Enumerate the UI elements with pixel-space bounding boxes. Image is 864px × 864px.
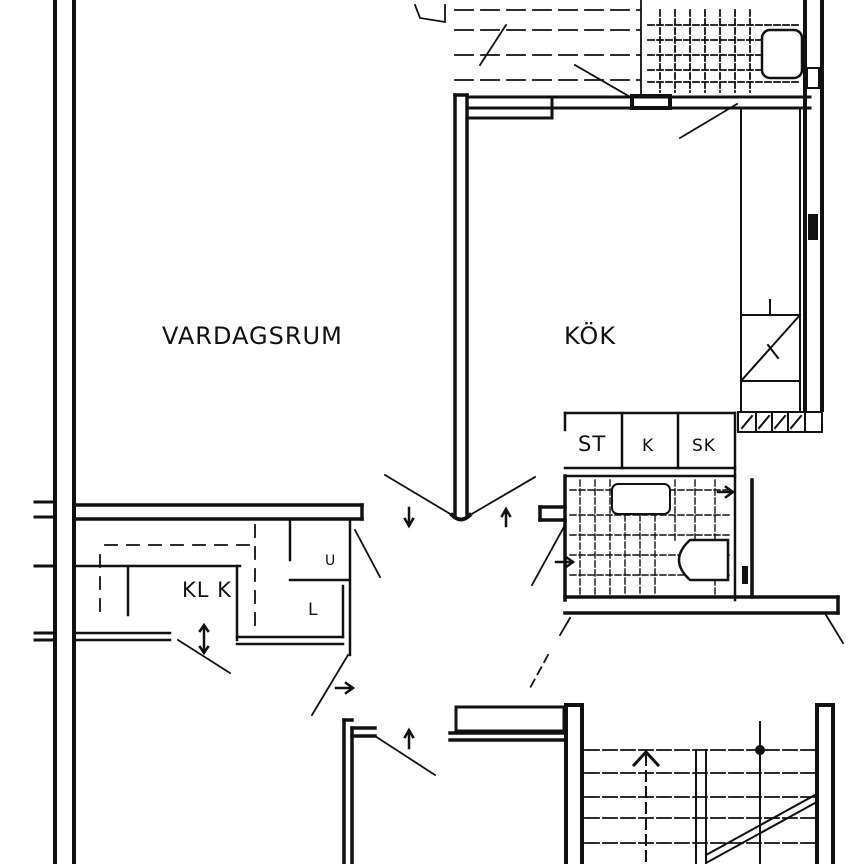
kitchen-north-wall xyxy=(465,94,812,120)
fixture-label-sk: SK xyxy=(692,436,716,456)
bathroom-radiator-icon xyxy=(742,566,748,584)
bathroom-walls xyxy=(538,474,840,615)
kitchen-appliance-row xyxy=(563,411,737,602)
arrow-up-icon-2 xyxy=(403,727,415,750)
ventilation-grille-icon xyxy=(737,411,823,433)
closet-walls xyxy=(72,517,352,657)
right-outer-wall xyxy=(803,0,824,412)
stair-direction-arrow-icon xyxy=(631,749,661,768)
arrow-updown-icon xyxy=(198,622,210,656)
arrow-right-icon xyxy=(554,555,576,569)
arrow-down-icon xyxy=(403,506,415,529)
room-label-kok: KÖK xyxy=(564,322,617,350)
toilet-icon xyxy=(677,538,730,582)
central-wall xyxy=(449,93,473,522)
room-label-vardagsrum: VARDAGSRUM xyxy=(162,322,343,350)
living-room-south-wall xyxy=(72,503,364,521)
kitchen-counter xyxy=(739,109,802,411)
arrow-up-icon xyxy=(500,506,512,528)
fixture-label-st: ST xyxy=(578,432,607,456)
radiator-icon xyxy=(808,214,818,240)
bathtub-icon xyxy=(611,483,671,515)
left-outer-wall xyxy=(53,0,76,864)
arrow-right-icon-2 xyxy=(716,485,736,499)
closet-dashed-lines xyxy=(99,524,256,631)
room-label-kl-k: KL K xyxy=(182,578,232,602)
door-arrows xyxy=(198,506,512,750)
fixture-label-k: K xyxy=(642,436,655,456)
door-swings xyxy=(176,63,845,777)
fixture-label-l: L xyxy=(308,600,319,620)
stairwell xyxy=(564,703,835,864)
left-stub-walls xyxy=(33,500,57,642)
arrow-right-icon-3 xyxy=(334,681,356,695)
top-fragment xyxy=(413,0,820,96)
fixture-label-u: U xyxy=(325,553,337,569)
hall-walls xyxy=(342,705,568,864)
